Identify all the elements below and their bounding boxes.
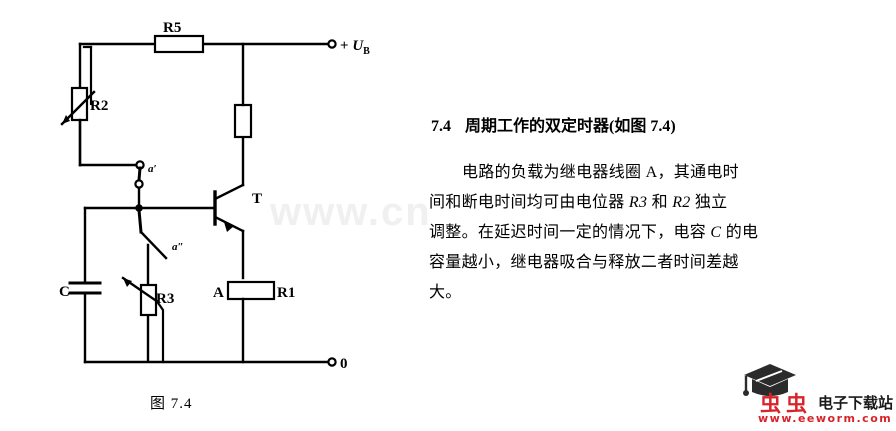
label-r3: R3 <box>156 291 174 307</box>
logo-site-url: www.eeworm.com <box>758 412 893 425</box>
graduation-cap-icon <box>743 364 796 396</box>
paragraph-line-3: 调整。在延迟时间一定的情况下，电容 C 的电 <box>429 218 758 242</box>
circuit-diagram-svg: R5 R2 a′ a″ C R3 T A R1 + UB 0 <box>59 20 370 372</box>
figure-caption: 图 7.4 <box>150 396 193 412</box>
line2-post: 独立 <box>690 194 728 211</box>
label-a-prime: a′ <box>148 163 157 175</box>
section-number: 7.4 <box>431 118 451 135</box>
line2-pre: 间和断电时间均可由电位器 <box>429 194 629 211</box>
label-a-double-prime: a″ <box>172 241 184 253</box>
line1-post: ，其通电时 <box>657 164 739 181</box>
label-r5: R5 <box>163 20 181 36</box>
terminal-supply-positive <box>327 39 337 49</box>
junction-base-node <box>135 204 143 212</box>
line3-pre: 调整。在延迟时间一定的情况下，电容 <box>429 224 711 241</box>
contact-a-prime-lower <box>134 179 144 189</box>
paragraph-line-5: 大。 <box>429 284 462 301</box>
component-t-emitter-arrow <box>224 222 234 232</box>
section-heading: 7.4 周期工作的双定时器(如图 7.4) <box>431 112 676 136</box>
site-logo[interactable]: 虫虫 电子下载站 www.eeworm.com <box>740 362 896 426</box>
contact-a-double-prime-blade <box>139 230 168 260</box>
label-supply: + UB <box>340 38 370 57</box>
line3-post: 的电 <box>721 224 759 241</box>
label-a-coil: A <box>213 285 224 301</box>
component-r5-body <box>153 34 205 54</box>
section-title-text: 周期工作的双定时器 <box>465 118 610 135</box>
line2-mid: 和 <box>647 194 673 211</box>
component-r2-body <box>70 86 89 122</box>
label-r2: R2 <box>90 98 108 114</box>
paragraph-line-1: 电路的负载为继电器线圈 A，其通电时 <box>429 158 739 182</box>
label-ground: 0 <box>340 356 348 372</box>
line1-pre: 电路的负载为继电器线圈 A <box>462 164 658 181</box>
component-r1-body <box>226 280 276 301</box>
label-t: T <box>252 191 262 207</box>
label-c: C <box>59 284 70 300</box>
line2-component-r2: R2 <box>672 194 691 211</box>
line2-component-r3: R3 <box>628 194 648 211</box>
circuit-figure: R5 R2 a′ a″ C R3 T A R1 + UB 0 图 7.4 <box>0 0 430 431</box>
label-r1: R1 <box>277 285 295 301</box>
component-r4-body <box>233 103 253 139</box>
paragraph-line-2: 间和断电时间均可由电位器 R3 和 R2 独立 <box>429 188 727 212</box>
section-title-reference: (如图 7.4) <box>609 118 676 135</box>
terminal-ground <box>327 357 337 367</box>
site-watermark: www.cn <box>270 190 432 234</box>
line3-component-c: C <box>710 224 722 241</box>
logo-bug-characters: 虫虫 <box>760 392 812 416</box>
logo-site-name: 电子下载站 <box>818 394 894 412</box>
paragraph-line-4: 容量越小，继电器吸合与释放二者时间差越 <box>429 254 739 271</box>
